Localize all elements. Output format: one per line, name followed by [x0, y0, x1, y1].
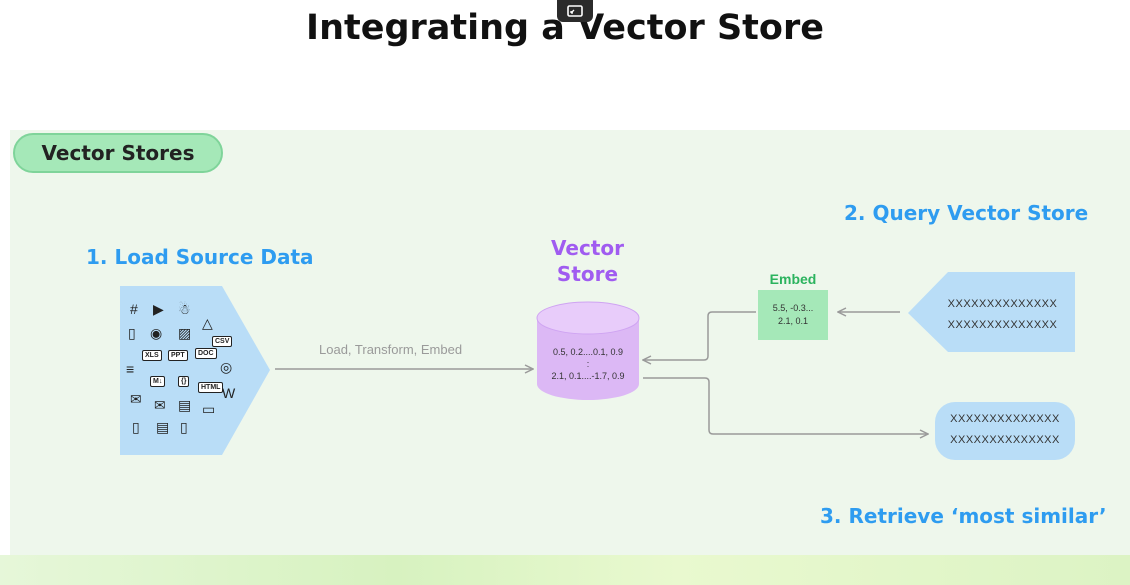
- source-data-shape: [120, 286, 270, 455]
- discord-icon: ☃: [178, 301, 191, 317]
- folder-icon: ▭: [202, 401, 216, 417]
- github-icon: ◉: [150, 325, 163, 341]
- result-box: [935, 402, 1075, 460]
- csv-file-icon: CSV: [212, 336, 233, 347]
- doc-file-icon: DOC: [195, 348, 217, 359]
- bottom-decoration: [0, 555, 1130, 585]
- vector-store-heading-line1: Vector: [551, 236, 624, 260]
- youtube-icon: ▶: [153, 301, 164, 317]
- notes-icon: ▤: [178, 397, 192, 413]
- file-icon: ▯: [132, 419, 140, 435]
- query-line-1: XXXXXXXXXXXXXX: [947, 298, 1058, 310]
- step-retrieve-most-similar: 3. Retrieve ‘most similar’: [820, 504, 1107, 528]
- email-icon: ✉: [154, 397, 166, 413]
- vector-row-ellipsis: :: [586, 359, 590, 369]
- embed-vector-line1: 5.5, -0.3...: [772, 303, 814, 313]
- vector-row-1: 0.5, 0.2....0.1, 0.9: [552, 347, 624, 357]
- embed-vector-line2: 2.1, 0.1: [777, 316, 809, 326]
- query-box: [908, 272, 1075, 352]
- slack-icon: #: [130, 301, 138, 317]
- embed-box: 5.5, -0.3... 2.1, 0.1: [758, 290, 828, 340]
- load-edge-label: Load, Transform, Embed: [319, 342, 463, 357]
- file-icon: ▤: [156, 419, 170, 435]
- wikipedia-icon: W: [222, 385, 236, 401]
- vector-store-heading-line2: Store: [556, 262, 619, 286]
- xls-file-icon: XLS: [142, 350, 162, 361]
- file-icon: ▯: [128, 325, 136, 341]
- ppt-file-icon: PPT: [168, 350, 188, 361]
- embed-to-store-arrow: [643, 311, 756, 360]
- result-line-2: XXXXXXXXXXXXXX: [950, 434, 1060, 446]
- markdown-icon: M↓: [150, 376, 166, 387]
- query-line-2: XXXXXXXXXXXXXX: [947, 319, 1058, 331]
- text-file-icon: ≡: [126, 361, 135, 377]
- store-to-result-arrow: [643, 377, 928, 434]
- vector-store-heading: Vector Store: [540, 235, 635, 287]
- image-icon: ▨: [178, 325, 192, 341]
- web-icon: ◎: [220, 359, 233, 375]
- step-query-vector-store: 2. Query Vector Store: [844, 201, 1089, 225]
- expand-glyph: [567, 5, 583, 17]
- vector-row-2: 2.1, 0.1....-1.7, 0.9: [551, 371, 625, 381]
- file-icon: ▯: [180, 419, 188, 435]
- vector-store-contents: 0.5, 0.2....0.1, 0.9 : 2.1, 0.1....-1.7,…: [537, 346, 639, 382]
- section-label: Vector Stores: [13, 133, 223, 173]
- query-text: XXXXXXXXXXXXXX XXXXXXXXXXXXXX: [940, 294, 1065, 336]
- json-file-icon: {}: [178, 376, 190, 387]
- result-line-1: XXXXXXXXXXXXXX: [950, 413, 1060, 425]
- html-icon: HTML: [198, 382, 224, 393]
- step-load-source-data: 1. Load Source Data: [86, 245, 314, 269]
- vector-store-cylinder: [536, 301, 640, 400]
- result-text: XXXXXXXXXXXXXX XXXXXXXXXXXXXX: [935, 409, 1075, 451]
- expand-icon[interactable]: [557, 0, 593, 22]
- embed-label: Embed: [769, 271, 817, 287]
- google-drive-icon: △: [202, 315, 213, 331]
- twitter-icon: ✉: [130, 391, 142, 407]
